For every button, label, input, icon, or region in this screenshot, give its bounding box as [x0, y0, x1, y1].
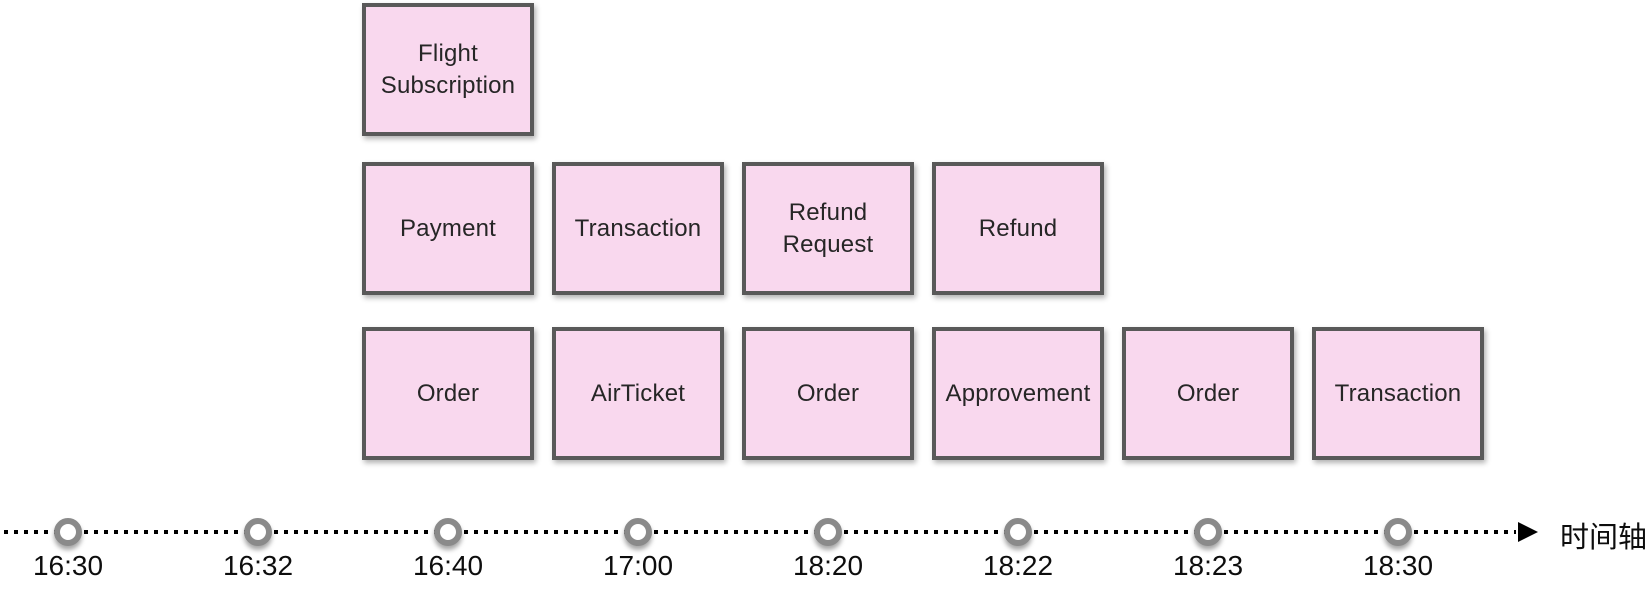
- time-label: 18:23: [1172, 550, 1244, 581]
- event-box-label: Transaction: [1334, 379, 1462, 407]
- time-label: 18:22: [982, 550, 1054, 581]
- event-box-payment: Payment: [362, 162, 534, 295]
- event-box-label: Refund Request: [782, 198, 874, 258]
- time-label: 16:32: [222, 550, 294, 581]
- event-box-flight-subscription: Flight Subscription: [362, 3, 534, 136]
- event-box-order-1640: Order: [362, 327, 534, 460]
- event-box-approvement: Approvement: [932, 327, 1104, 460]
- event-box-label: Refund: [978, 214, 1058, 242]
- time-label: 16:30: [32, 550, 104, 581]
- timeline-point-icon: [1004, 518, 1032, 546]
- time-label: 17:00: [602, 550, 674, 581]
- event-box-refund-request: Refund Request: [742, 162, 914, 295]
- event-box-order-1820: Order: [742, 327, 914, 460]
- event-box-label: Payment: [399, 214, 497, 242]
- timeline-point-icon: [244, 518, 272, 546]
- timeline-point-icon: [1384, 518, 1412, 546]
- timeline-point-icon: [624, 518, 652, 546]
- event-box-label: Flight Subscription: [380, 39, 516, 99]
- timeline-axis-label: 时间轴: [1560, 522, 1648, 554]
- time-label: 18:20: [792, 550, 864, 581]
- timeline-arrowhead-icon: [1518, 522, 1538, 542]
- event-box-label: AirTicket: [590, 379, 686, 407]
- time-label: 16:40: [412, 550, 484, 581]
- event-box-label: Approvement: [945, 379, 1091, 407]
- event-box-order-1823: Order: [1122, 327, 1294, 460]
- timeline-point-icon: [54, 518, 82, 546]
- event-box-label: Order: [416, 379, 480, 407]
- timeline-axis-line: [4, 530, 1516, 534]
- event-box-refund: Refund: [932, 162, 1104, 295]
- event-box-label: Order: [1176, 379, 1240, 407]
- timeline-point-icon: [814, 518, 842, 546]
- timeline-point-icon: [1194, 518, 1222, 546]
- event-box-label: Transaction: [574, 214, 702, 242]
- timeline-point-icon: [434, 518, 462, 546]
- event-box-transaction-1700: Transaction: [552, 162, 724, 295]
- event-box-airticket: AirTicket: [552, 327, 724, 460]
- event-box-label: Order: [796, 379, 860, 407]
- time-label: 18:30: [1362, 550, 1434, 581]
- event-box-transaction-1830: Transaction: [1312, 327, 1484, 460]
